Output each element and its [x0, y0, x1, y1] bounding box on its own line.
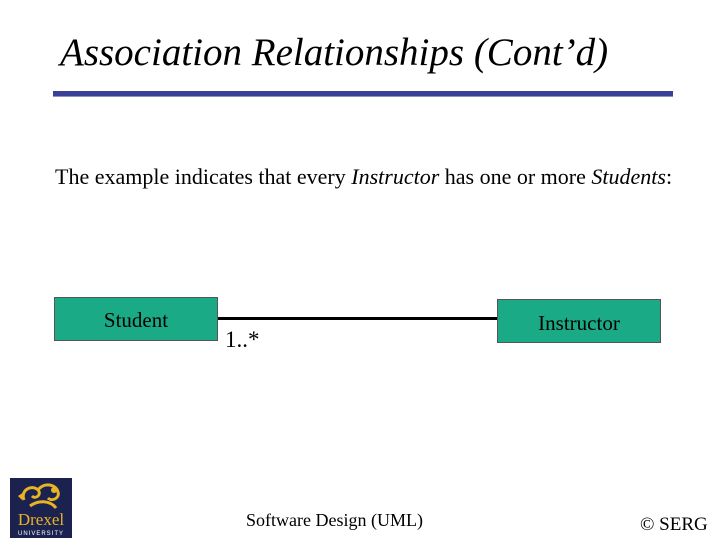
multiplicity-label: 1..* [225, 327, 260, 352]
logo-name: Drexel [18, 510, 65, 529]
text-middle: has one or more [439, 164, 592, 189]
dragon-icon: Drexel UNIVERSITY [18, 483, 65, 537]
footer-copyright: © SERG [640, 514, 708, 535]
student-class-box: Student [54, 297, 218, 341]
drexel-logo: Drexel UNIVERSITY [10, 478, 72, 538]
association-line [218, 317, 497, 320]
title-underline [53, 91, 673, 97]
text-prefix: The example indicates that every [55, 164, 352, 189]
text-instructor: Instructor [351, 164, 440, 189]
slide-title: Association Relationships (Cont’d) [60, 31, 609, 74]
instructor-class-label: Instructor [538, 311, 620, 335]
text-suffix: : [665, 164, 673, 189]
footer-course-title: Software Design (UML) [246, 510, 423, 530]
slide-body-text: The example indicates that every Instruc… [55, 162, 675, 191]
instructor-class-box: Instructor [497, 299, 661, 343]
student-class-label: Student [103, 308, 169, 332]
text-students: Students [591, 164, 666, 189]
logo-subtitle: UNIVERSITY [18, 531, 64, 537]
